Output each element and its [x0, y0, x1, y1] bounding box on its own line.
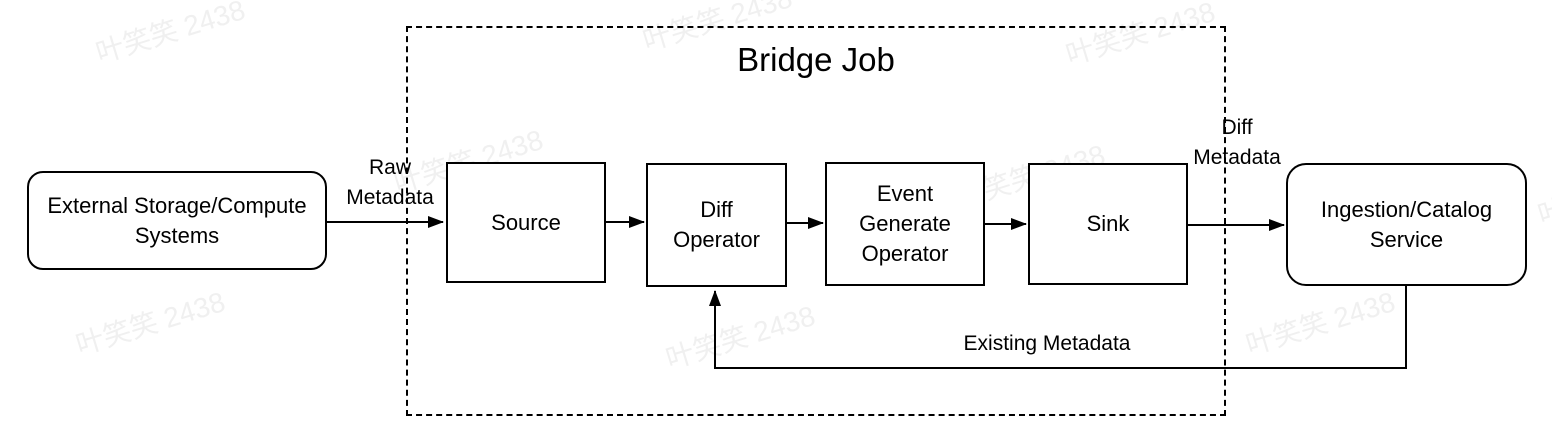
bridge-job-title: Bridge Job — [737, 41, 895, 78]
edge-label-existing-metadata: Existing Metadata — [963, 332, 1131, 355]
node-event-generate-operator: Event Generate Operator — [825, 162, 985, 286]
node-diff-operator: Diff Operator — [646, 163, 787, 287]
node-label: Ingestion/Catalog Service — [1320, 196, 1493, 252]
node-label: Source — [491, 209, 561, 235]
node-label: Diff Operator — [673, 197, 760, 252]
node-label: Sink — [1086, 211, 1130, 236]
edge-label-raw-metadata: Raw Metadata — [346, 156, 434, 209]
edge-label-diff-metadata: Diff Metadata — [1193, 116, 1281, 169]
node-ingestion-catalog-service: Ingestion/Catalog Service — [1286, 163, 1527, 286]
node-external-storage-compute-systems: External Storage/Compute Systems — [27, 171, 327, 270]
node-source: Source — [446, 162, 606, 283]
node-sink: Sink — [1028, 163, 1188, 285]
node-label: External Storage/Compute Systems — [47, 192, 307, 248]
node-label: Event Generate Operator — [859, 181, 951, 266]
edge-existing-metadata-feedback — [709, 286, 1407, 369]
bridge-job-group-border — [406, 26, 1226, 416]
